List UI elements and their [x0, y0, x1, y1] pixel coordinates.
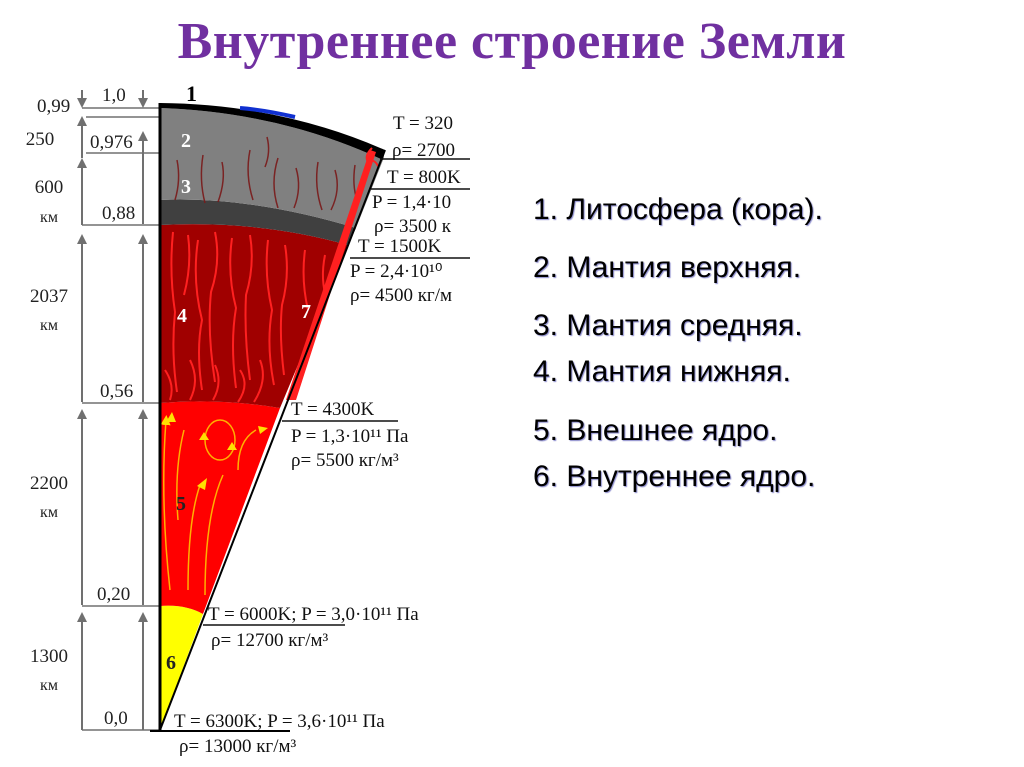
scale-lines	[77, 90, 160, 731]
boundary-5-density: ρ= 12700 кг/м³	[211, 630, 329, 651]
page-title: Внутреннее строение Земли	[177, 13, 847, 70]
layer-number-4: 4	[177, 305, 187, 327]
boundary-3-density: ρ= 4500 кг/м	[350, 285, 452, 306]
thickness-1300: 1300	[30, 646, 68, 667]
boundary-2-pressure: P = 1,4·10	[372, 192, 451, 213]
thickness-1300-unit: км	[40, 677, 58, 694]
radius-0-56: 0,56	[100, 381, 133, 402]
legend-item-middle-mantle: 3. Мантия средняя.	[533, 309, 803, 342]
radius-0-976: 0,976	[90, 132, 133, 153]
plume	[286, 150, 376, 400]
boundary-1-density: ρ= 2700	[392, 140, 455, 161]
thickness-labels: 250 600 км 2037 км 2200 км 1300 км	[26, 129, 68, 694]
crust	[160, 103, 385, 160]
radius-labels: 1,0 0,99 0,976 0,88 0,56 0,20 0,0	[37, 85, 135, 729]
radius-1-0: 1,0	[102, 85, 126, 106]
boundary-2-density: ρ= 3500 к	[374, 216, 452, 237]
ocean	[239, 106, 296, 119]
layer-number-7: 7	[301, 301, 311, 323]
layer-number-6: 6	[166, 652, 176, 674]
radius-0-88: 0,88	[102, 203, 135, 224]
layer-number-2: 2	[181, 130, 191, 152]
boundary-1-temp: T = 320	[393, 113, 453, 134]
thickness-250: 250	[26, 129, 55, 150]
boundary-2-temp: T = 800K	[387, 167, 461, 188]
thickness-2037-unit: км	[40, 317, 58, 334]
boundary-6-density: ρ= 13000 кг/м³	[179, 736, 297, 757]
layer-number-3: 3	[181, 176, 191, 198]
radius-0-99: 0,99	[37, 96, 70, 117]
legend-item-upper-mantle: 2. Мантия верхняя.	[533, 251, 802, 284]
legend-item-lower-mantle: 4. Мантия нижняя.	[533, 355, 791, 388]
boundary-6-temp-pressure: T = 6300K; P = 3,6·10¹¹ Па	[174, 711, 385, 732]
radius-0-20: 0,20	[97, 584, 130, 605]
legend-item-outer-core: 5. Внешнее ядро.	[533, 414, 778, 447]
lower-mantle	[160, 224, 348, 408]
earth-wedge: 1 2 3 4 5 6 7	[150, 81, 386, 732]
boundary-annotations: T = 320 ρ= 2700 T = 800K P = 1,4·10 ρ= 3…	[174, 113, 470, 757]
boundary-4-pressure: P = 1,3·10¹¹ Па	[291, 426, 409, 447]
layer-number-1: 1	[186, 81, 197, 106]
boundary-5-temp-pressure: T = 6000K; P = 3,0·10¹¹ Па	[208, 604, 419, 625]
outer-core	[160, 401, 280, 614]
upper-mantle	[160, 108, 383, 228]
boundary-3-pressure: P = 2,4·10¹⁰	[350, 261, 442, 282]
thickness-600: 600	[35, 177, 64, 198]
layer-number-5: 5	[176, 493, 186, 515]
thickness-2200-unit: км	[40, 504, 58, 521]
legend-item-inner-core: 6. Внутреннее ядро.	[533, 460, 816, 493]
boundary-3-temp: T = 1500K	[358, 236, 441, 257]
thickness-2037: 2037	[30, 286, 68, 307]
thickness-600-unit: км	[40, 209, 58, 226]
thickness-2200: 2200	[30, 473, 68, 494]
legend-item-lithosphere: 1. Литосфера (кора).	[533, 193, 823, 226]
middle-mantle-band	[160, 199, 356, 245]
radius-0-0: 0,0	[104, 708, 128, 729]
boundary-4-temp: T = 4300K	[291, 399, 374, 420]
boundary-4-density: ρ= 5500 кг/м³	[291, 450, 399, 471]
inner-core	[160, 605, 203, 730]
